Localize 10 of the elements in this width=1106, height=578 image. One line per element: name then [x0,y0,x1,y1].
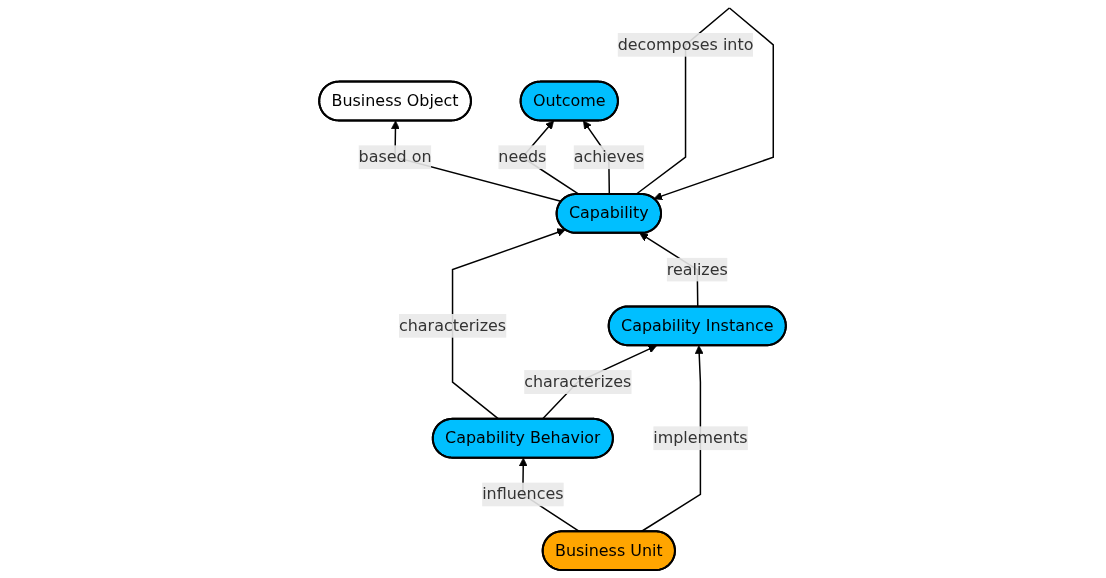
edge-label: characterizes [524,372,632,391]
edge-label: realizes [667,259,729,279]
arrow [640,345,705,533]
edge-label: characterizes [399,315,507,335]
edge-label: needs [498,147,547,167]
edge-label: implements [653,428,748,448]
edge-label: influences [482,484,564,504]
edge-label: based on [359,147,432,167]
edge-label: achieves [574,147,645,167]
edge-label: decomposes into [618,34,754,54]
